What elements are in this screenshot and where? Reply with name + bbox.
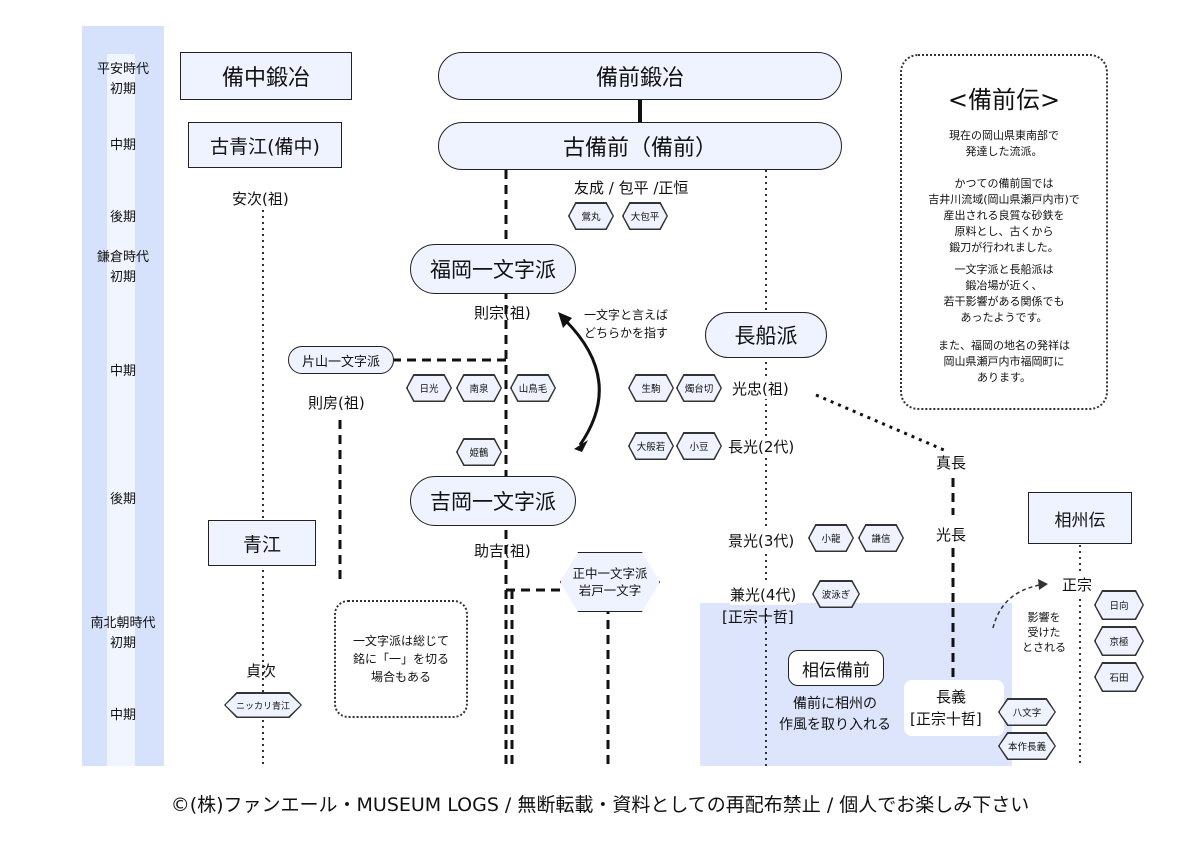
note-ichimonji-mei-box xyxy=(334,600,468,718)
sword-tag-nenekirimaru: 波泳ぎ xyxy=(812,580,860,608)
bizenden-panel xyxy=(900,54,1108,410)
aoe-box: 青江 xyxy=(208,520,316,566)
sword-tag-hyuga: 日向 xyxy=(1094,590,1144,620)
bizen-smiths-box: 備前鍛冶 xyxy=(438,52,842,100)
period-nanbokucho: 南北朝時代 xyxy=(90,616,156,631)
nagayoshi-card xyxy=(904,680,1004,736)
sword-tag-nikkari-aoe: ニッカリ青江 xyxy=(224,692,302,718)
fukuoka-ichimonji-box: 福岡一文字派 xyxy=(410,244,576,294)
bizenden-para-4: また、福岡の地名の発祥は 岡山県瀬戸内市福岡町に あります。 xyxy=(938,339,1070,384)
sword-tag-uguisumaru: 鶯丸 xyxy=(568,202,614,230)
smith-norifusa: 則房(祖) xyxy=(308,394,365,412)
smith-sadatsugu: 貞次 xyxy=(246,662,277,680)
smith-ko-bizen-group: 友成 / 包平 /正恒 xyxy=(574,179,689,197)
yoshioka-ichimonji-box: 吉岡一文字派 xyxy=(410,476,576,526)
smith-nagayoshi-judges: [正宗十哲] xyxy=(910,710,982,728)
smith-kanemitsu: 兼光(4代) xyxy=(730,584,797,605)
period-kamakura-late: 後期 xyxy=(109,492,136,507)
sword-tag-himetsuru: 姫鶴 xyxy=(456,438,502,466)
period-nanbokucho-early: 初期 xyxy=(109,636,136,651)
smith-mitsutada: 光忠(祖) xyxy=(732,378,789,399)
shochu-ichimonji-box: 正中一文字派 岩戸一文字 xyxy=(560,552,660,612)
smith-norimune: 則宗(祖) xyxy=(474,304,531,322)
soshu-den-box: 相州伝 xyxy=(1028,492,1132,544)
katayama-ichimonji-box: 片山一文字派 xyxy=(288,346,394,374)
sword-tag-ikoma: 生駒 xyxy=(628,374,674,402)
smith-nagamitsu: 長光(2代) xyxy=(728,436,795,457)
note-ichimonji-either: 一文字と言えば どちらかを指す xyxy=(584,308,669,340)
smith-yasutsugu: 安次(祖) xyxy=(232,190,289,208)
period-kamakura-mid: 中期 xyxy=(109,364,136,379)
sword-tag-hachimonji: 八文字 xyxy=(998,698,1056,726)
note-influence: 影響を 受けた とされる xyxy=(1022,611,1066,654)
osafune-box: 長船派 xyxy=(705,312,827,358)
sword-tag-yamatorige: 山鳥毛 xyxy=(510,374,556,402)
period-kamakura-early: 初期 xyxy=(109,270,136,285)
smith-nagayoshi: 長義 xyxy=(936,688,967,706)
period-heian-late: 後期 xyxy=(109,210,136,225)
ko-bizen-box: 古備前（備前） xyxy=(438,122,842,170)
smith-kanemitsu-judges: [正宗十哲] xyxy=(722,608,794,626)
soden-bizen-box: 相伝備前 xyxy=(788,650,884,686)
period-heian-early: 初期 xyxy=(109,82,136,97)
sword-tag-honsaku-nagayoshi: 本作長義 xyxy=(998,732,1056,760)
ko-aoe-box: 古青江(備中) xyxy=(188,122,342,168)
sword-tag-shokudaikiri: 燭台切 xyxy=(676,374,722,402)
copyright-footer: ©(株)ファンエール・MUSEUM LOGS / 無断転載・資料としての再配布禁… xyxy=(170,794,1030,816)
period-column-inner xyxy=(107,54,135,766)
sword-tag-azuki: 小豆 xyxy=(676,432,722,460)
period-nanbokucho-mid: 中期 xyxy=(109,708,136,723)
note-ichimonji-mei: 一文字派は総じて 銘に「一」を切る 場合もある xyxy=(352,634,449,684)
smith-sanenaga: 真長 xyxy=(936,454,967,472)
smith-chikanaga: 光長 xyxy=(936,526,967,544)
sword-tag-kyogoku: 京極 xyxy=(1094,626,1144,656)
bizenden-title: <備前伝> xyxy=(947,86,1061,114)
bizenden-para-1: 現在の岡山県東南部で 発達した流派。 xyxy=(949,129,1059,158)
sword-tag-kenshin: 謙信 xyxy=(858,524,904,552)
sword-tag-nansen: 南泉 xyxy=(456,374,502,402)
period-heian: 平安時代 xyxy=(96,62,149,77)
bicchu-smiths-box: 備中鍛冶 xyxy=(180,52,352,100)
sword-tag-daihannya: 大般若 xyxy=(628,432,674,460)
sword-tag-ookanehira: 大包平 xyxy=(622,202,668,230)
smith-sukeyoshi: 助吉(祖) xyxy=(474,542,531,560)
sword-tag-koryu: 小龍 xyxy=(808,524,854,552)
smith-masamune: 正宗 xyxy=(1062,574,1093,595)
bizenden-para-3: 一文字派と長船派は 鍛冶場が近く、 若干影響がある関係でも あったようです。 xyxy=(943,263,1065,324)
period-kamakura: 鎌倉時代 xyxy=(96,250,149,265)
period-heian-mid: 中期 xyxy=(109,138,136,153)
sword-tag-ishida: 石田 xyxy=(1094,662,1144,692)
note-soden-bizen: 備前に相州の 作風を取り入れる xyxy=(779,696,891,733)
smith-kagemitsu: 景光(3代) xyxy=(728,530,795,551)
bizenden-para-2: かつての備前国では 吉井川流域(岡山県瀬戸内市)で 産出される良質な砂鉄を 原料… xyxy=(928,177,1080,254)
sword-tag-nikkou: 日光 xyxy=(406,374,452,402)
